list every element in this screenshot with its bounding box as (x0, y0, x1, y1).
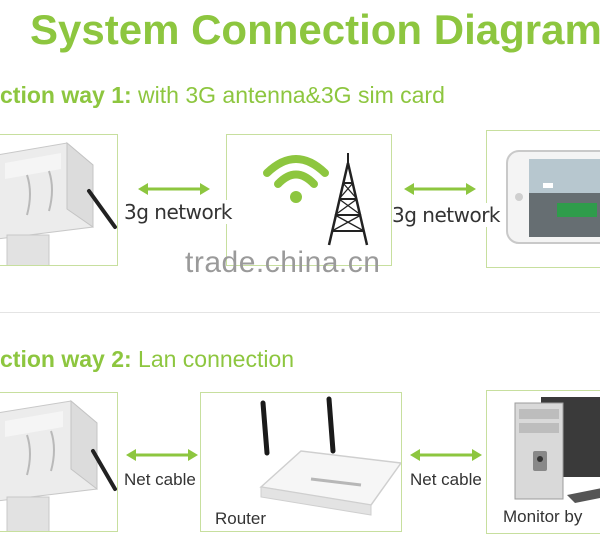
way1-label-left: 3g network (124, 200, 233, 224)
computer-icon (514, 397, 600, 503)
wifi-icon (263, 155, 329, 203)
section-divider (0, 312, 600, 313)
way1-heading-strong: ction way 1: (0, 82, 132, 108)
way1-heading: ction way 1: with 3G antenna&3G sim card (0, 82, 445, 109)
way2-arrow-left (126, 449, 198, 461)
router-label: Router (215, 509, 267, 528)
way2-computer-box: Monitor by (486, 390, 600, 534)
way2-label-left: Net cable (124, 470, 196, 490)
way2-arrow-right (410, 449, 482, 461)
smartphone-icon (506, 150, 600, 244)
way2-router-box: Router (200, 392, 402, 532)
camera-icon (0, 141, 117, 265)
cell-tower-icon (327, 153, 369, 246)
router-icon (259, 396, 401, 516)
watermark: trade.china.cn (185, 246, 381, 279)
way1-phone-box (486, 130, 600, 268)
way1-label-right: 3g network (392, 203, 501, 227)
diagram-title: System Connection Diagram (30, 6, 600, 53)
way1-heading-rest: with 3G antenna&3G sim card (131, 82, 445, 108)
way1-arrow-right (404, 183, 476, 195)
monitor-label: Monitor by (503, 507, 583, 526)
way2-heading: ction way 2: Lan connection (0, 346, 294, 373)
way2-label-right: Net cable (410, 470, 482, 490)
way1-network-box (226, 134, 392, 266)
way1-arrow-left (138, 183, 210, 195)
way2-heading-rest: Lan connection (131, 346, 295, 372)
way1-camera-box (0, 134, 118, 266)
camera-icon (0, 399, 117, 531)
way2-camera-box (0, 392, 118, 532)
way2-heading-strong: ction way 2: (0, 346, 132, 372)
